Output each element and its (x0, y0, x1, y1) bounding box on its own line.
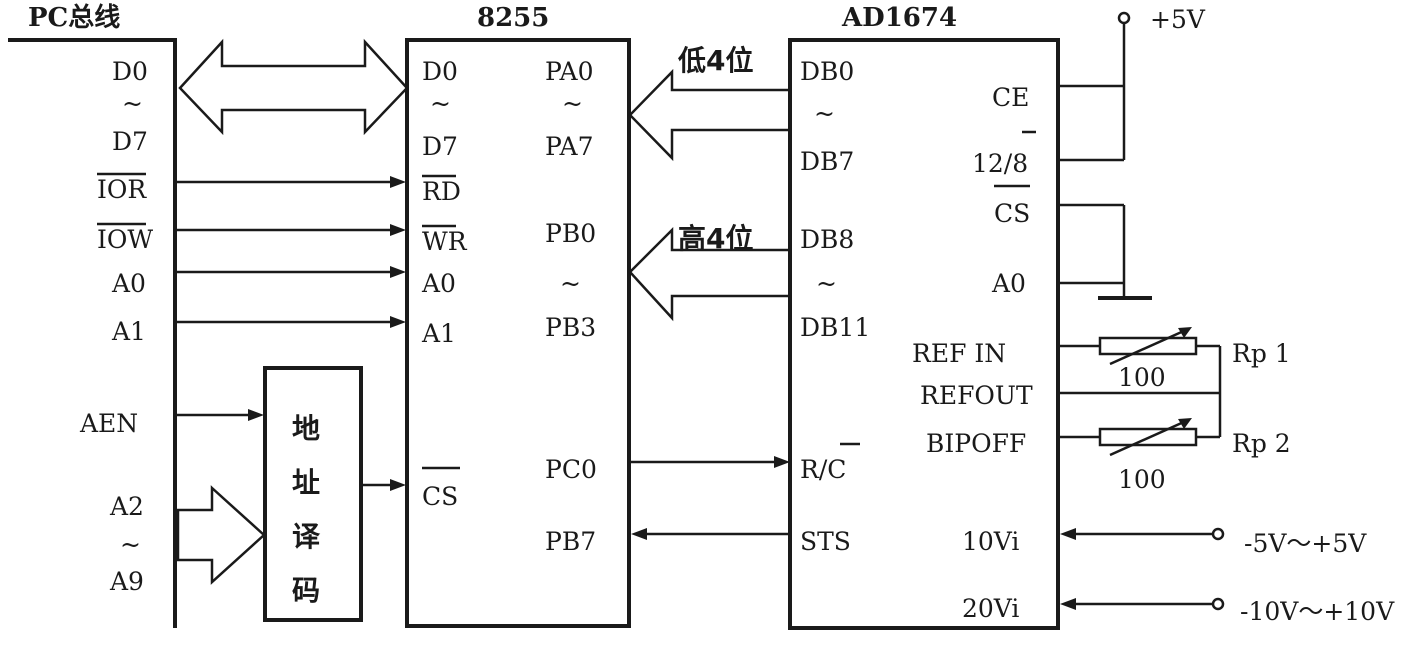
trim-resistors: 100 Rp 1 100 Rp 2 (1058, 327, 1291, 494)
pc-pin-a2: A2 (109, 492, 144, 521)
ad-pin-sts: STS (800, 527, 851, 556)
i8255-pin-tilde-r1: ~ (562, 89, 583, 118)
i8255-pin-d0: D0 (422, 57, 458, 86)
ad1674-title: AD1674 (841, 3, 957, 33)
pc-bus-outline (8, 38, 177, 628)
ad-pin-db11: DB11 (800, 313, 870, 342)
rp1-wiper-arrow (1178, 327, 1192, 338)
supply-net: +5V (1058, 5, 1206, 162)
aen-arrow (248, 409, 264, 421)
i8255-pin-tilde-l: ~ (430, 89, 451, 118)
pc-pin-ior: IOR (97, 175, 147, 204)
pc-bus-block: PC总线 D0 ~ D7 IOR IOW A0 A1 AEN A2 ~ A9 (8, 3, 177, 628)
rp2-value: 100 (1118, 465, 1166, 494)
ad-pin-cs: CS (994, 199, 1030, 228)
i8255-pin-d7: D7 (422, 132, 458, 161)
ad-pin-tilde-1: ~ (814, 99, 835, 128)
pc-pin-tilde-1: ~ (122, 89, 143, 118)
input-20v-terminal (1211, 597, 1225, 611)
rp2-wiper (1109, 419, 1187, 457)
input-10v-arrow (1060, 528, 1076, 540)
rp1-name: Rp 1 (1232, 339, 1291, 368)
pc-pin-d0: D0 (112, 57, 148, 86)
i8255-title: 8255 (477, 3, 549, 33)
low-bits-label: 低4位 (677, 44, 753, 77)
iow-wr-arrow (390, 224, 406, 236)
ior-rd-arrow (390, 176, 406, 188)
decoder-box (263, 366, 363, 622)
rp2-name: Rp 2 (1232, 429, 1291, 458)
i8255-pin-pa7: PA7 (545, 132, 594, 161)
high-bits-label: 高4位 (678, 222, 753, 255)
a1-arrow (390, 316, 406, 328)
i8255-pin-cs: CS (422, 482, 458, 511)
i8255-pin-pb7: PB7 (545, 527, 596, 556)
ad-pin-bipoff: BIPOFF (926, 429, 1026, 458)
sts-pb7-arrow (631, 528, 647, 540)
ad-pin-refin: REF IN (912, 339, 1006, 368)
ad-pin-db8: DB8 (800, 225, 854, 254)
rp1-value: 100 (1118, 363, 1166, 392)
i8255-pin-wr: WR (422, 227, 468, 256)
ground-net (1058, 203, 1152, 300)
address-decoder-block: 地 址 译 码 (263, 366, 363, 622)
vcc-label: +5V (1150, 5, 1206, 34)
input-10v-terminal (1211, 527, 1225, 541)
decoder-char-1: 地 (292, 412, 320, 445)
data-bus-double-arrow (178, 38, 409, 136)
control-lines (175, 176, 406, 421)
pc-pin-a0: A0 (111, 269, 146, 298)
pc-pin-a1: A1 (111, 317, 146, 346)
decoder-char-3: 译 (292, 520, 321, 553)
i8255-pin-a0: A0 (421, 269, 456, 298)
ad-pin-db0: DB0 (800, 57, 854, 86)
i8255-pin-pc0: PC0 (545, 455, 597, 484)
decoder-cs-arrow (390, 479, 406, 491)
vcc-terminal (1117, 11, 1131, 25)
analog-inputs: -5V～+5V -10V～+10V (1060, 527, 1395, 626)
ad-pin-a0: A0 (991, 269, 1026, 298)
i8255-pin-tilde-r2: ~ (560, 269, 581, 298)
rp2-wiper-arrow (1178, 418, 1192, 429)
pc-bus-title: PC总线 (28, 3, 120, 33)
ad-pin-refout: REFOUT (920, 381, 1033, 410)
i8255-pin-pb3: PB3 (545, 313, 596, 342)
rp1-wiper (1109, 328, 1187, 366)
low-bits-bus-arrow (628, 68, 792, 162)
input-20v-arrow (1060, 598, 1076, 610)
ad-pin-ce: CE (992, 83, 1029, 112)
pc-pin-aen: AEN (79, 409, 138, 438)
i8255-pin-pb0: PB0 (545, 219, 596, 248)
pc-pin-a9: A9 (109, 567, 144, 596)
i8255-pin-rd: RD (422, 177, 461, 206)
pc-pin-d7: D7 (112, 127, 148, 156)
ad-pin-rc: R/C (800, 455, 846, 484)
i8255-pin-pa0: PA0 (545, 57, 594, 86)
i8255-box (405, 38, 631, 628)
ad1674-box (788, 38, 1060, 630)
a0-arrow (390, 266, 406, 278)
i8255-block: 8255 D0 ~ D7 RD WR A0 A1 CS PA0 ~ PA7 PB… (405, 3, 631, 628)
address-bus-arrow (176, 485, 266, 585)
decoder-char-4: 码 (292, 574, 320, 607)
input-20v-range: -10V～+10V (1240, 597, 1395, 626)
i8255-pin-a1: A1 (421, 319, 456, 348)
decoder-char-2: 址 (292, 466, 320, 499)
ad-pin-12-8: 12/8 (972, 149, 1028, 178)
pc-pin-tilde-2: ~ (120, 530, 141, 559)
ad-pin-10vi: 10Vi (962, 527, 1019, 556)
ad-pin-tilde-2: ~ (816, 269, 837, 298)
pc-pin-iow: IOW (97, 225, 153, 254)
input-10v-range: -5V～+5V (1244, 529, 1367, 558)
ad-pin-db7: DB7 (800, 147, 854, 176)
ad1674-block: AD1674 DB0 ~ DB7 DB8 ~ DB11 R/C STS CE 1… (788, 3, 1060, 630)
ad-pin-20vi: 20Vi (962, 594, 1019, 623)
pc0-rc-arrow (774, 456, 790, 468)
